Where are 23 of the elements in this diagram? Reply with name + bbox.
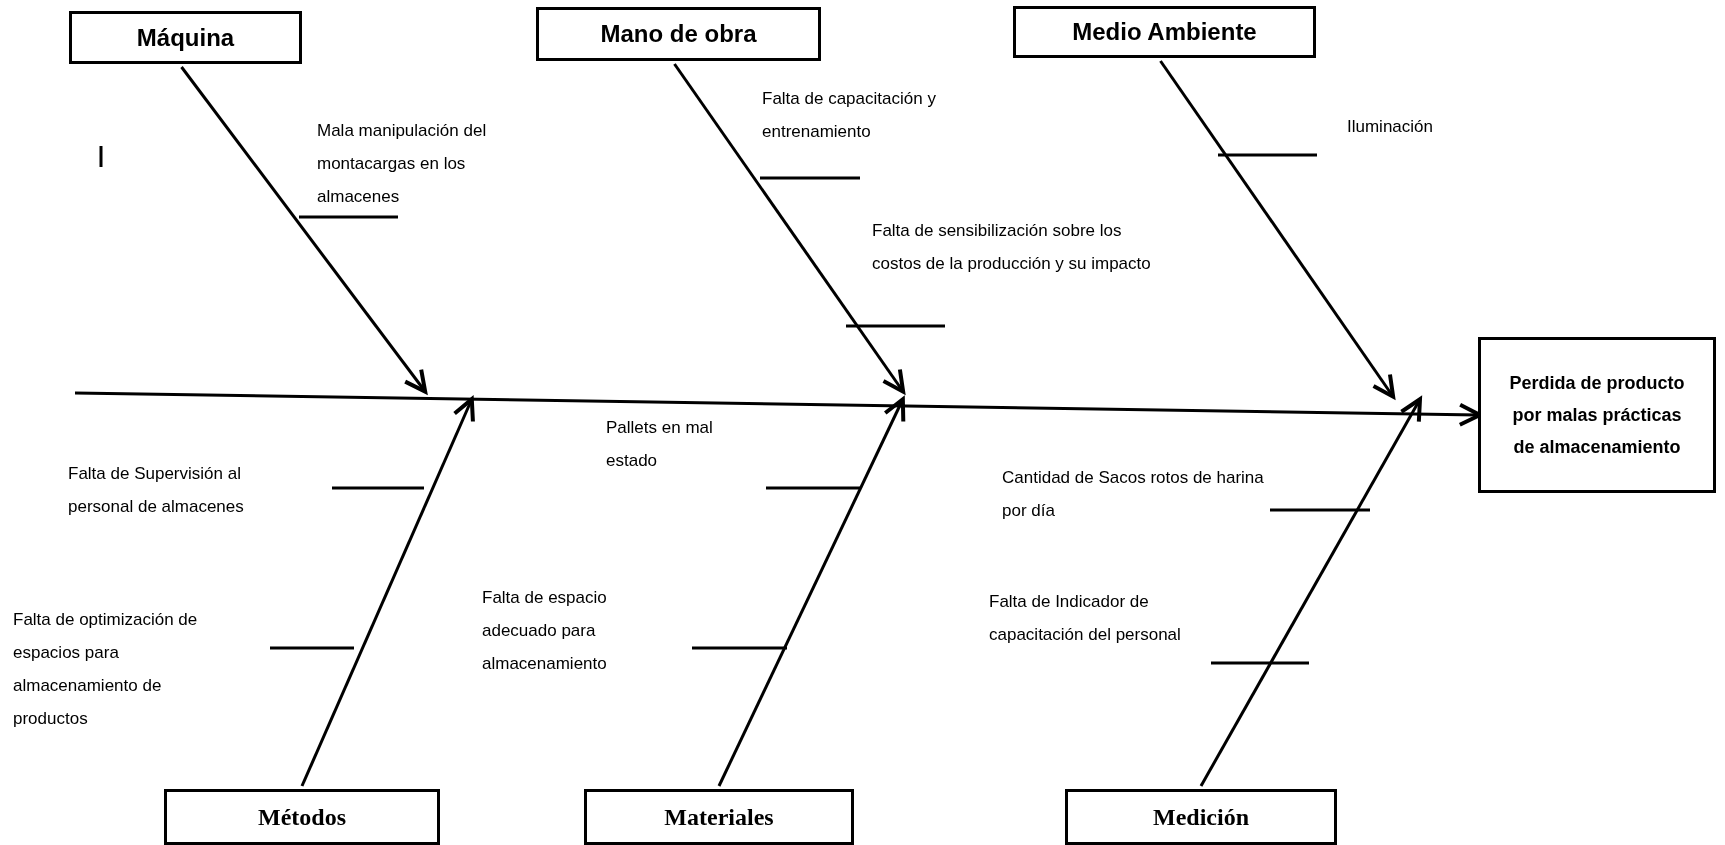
bone-arrow <box>1199 397 1422 787</box>
category-box: Mano de obra <box>536 7 821 61</box>
bone-arrow <box>717 397 906 787</box>
bone-arrow <box>673 63 906 394</box>
cause-text: Falta de Supervisión al personal de almacenes <box>68 463 245 518</box>
category-box: Materiales <box>584 789 854 845</box>
cause-text: Cantidad de Sacos rotos de harina por día <box>1002 467 1264 522</box>
cause-text: Falta de optimización de espacios para almacenamiento de productos <box>13 609 199 730</box>
cause-text: Falta de sensibilización sobre los costos de la producción y su impacto <box>872 220 1152 275</box>
effect-box: Perdida de producto por malas prácticas de almacenamiento <box>1478 337 1716 493</box>
category-box: Máquina <box>69 11 302 64</box>
bone-arrow <box>300 397 475 787</box>
bone-arrow <box>180 66 428 394</box>
bone-arrow <box>1159 60 1396 399</box>
cause-text: Falta de capacitación y entrenamiento <box>762 88 937 143</box>
cause-text: Falta de espacio adecuado para almacenamiento <box>482 587 608 675</box>
category-box: Medición <box>1065 789 1337 845</box>
cause-text: Mala manipulación del montacargas en los almacenes <box>317 120 488 208</box>
category-box: Medio Ambiente <box>1013 6 1316 58</box>
category-box: Métodos <box>164 789 440 845</box>
cause-text: Pallets en mal estado <box>606 417 714 472</box>
cause-text: Iluminación <box>1347 116 1434 138</box>
cause-text: Falta de Indicador de capacitación del personal <box>989 591 1182 646</box>
